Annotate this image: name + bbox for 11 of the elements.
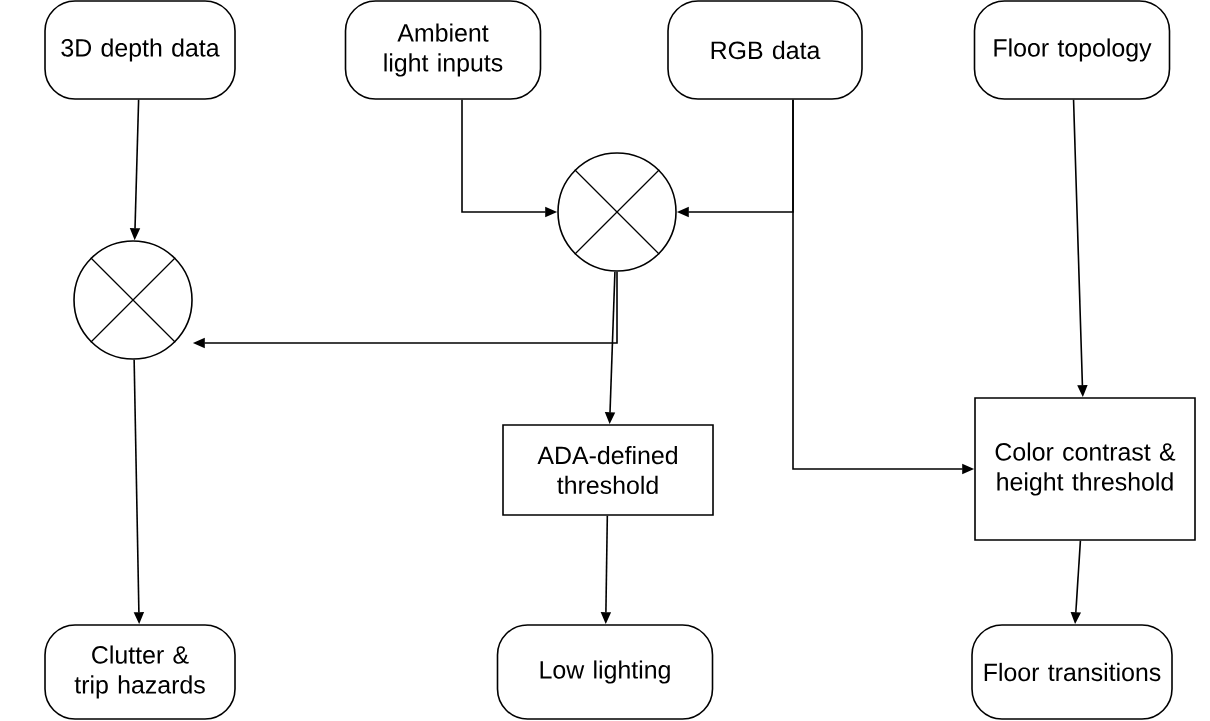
terminal-box: Floor topology bbox=[973, 0, 1171, 100]
terminal-box: Clutter & trip hazards bbox=[44, 624, 236, 720]
process-box: ADA-defined threshold bbox=[502, 424, 714, 516]
summing-junction bbox=[73, 240, 193, 360]
summing-junction bbox=[557, 152, 677, 272]
terminal-box: Ambient light inputs bbox=[344, 0, 542, 100]
terminal-box: Floor transitions bbox=[971, 624, 1173, 720]
terminal-box: Low lighting bbox=[496, 624, 714, 720]
process-box: Color contrast & height threshold bbox=[974, 397, 1196, 541]
terminal-box: RGB data bbox=[667, 0, 863, 100]
terminal-box: 3D depth data bbox=[44, 0, 236, 100]
